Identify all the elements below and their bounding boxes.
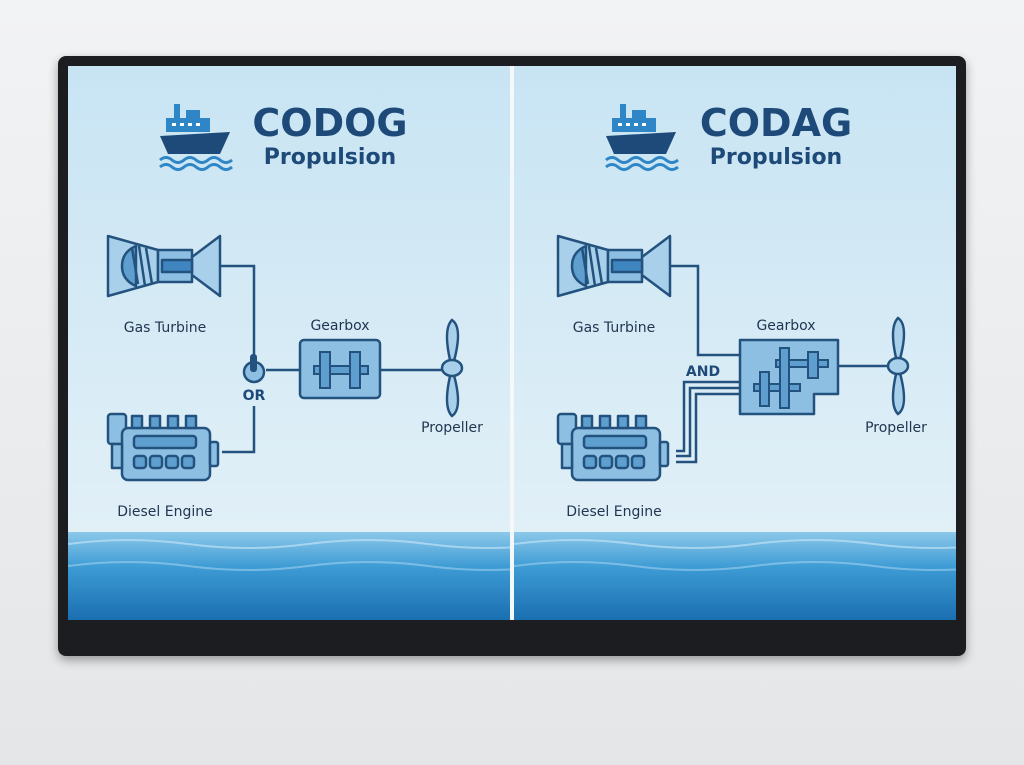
shaft-lines (670, 264, 890, 464)
gas-turbine-label: Gas Turbine (573, 320, 656, 336)
panel-subtitle: Propulsion (710, 145, 842, 170)
gas-turbine-label: Gas Turbine (124, 320, 207, 336)
shaft-lines (220, 264, 444, 454)
panel-divider (510, 66, 514, 620)
diesel-engine-label: Diesel Engine (117, 504, 213, 520)
screen: CODOG Propulsion Gas Turbine OR Diesel E… (68, 66, 956, 620)
and-label: AND (686, 364, 720, 380)
propeller-label: Propeller (865, 420, 927, 436)
panel-subtitle: Propulsion (264, 145, 396, 170)
gearbox-icon (298, 338, 382, 400)
gearbox-label: Gearbox (310, 318, 369, 334)
codog-panel: CODOG Propulsion Gas Turbine OR Diesel E… (68, 66, 549, 620)
propeller-label: Propeller (421, 420, 483, 436)
gearbox-label: Gearbox (756, 318, 815, 334)
clutch-switch-icon (242, 354, 266, 384)
panel-title: CODAG (700, 101, 852, 145)
panel-title: CODOG (252, 101, 407, 145)
or-label: OR (243, 388, 266, 404)
codag-panel: CODAG Propulsion Gas Turbine AND Diesel … (513, 66, 956, 620)
diesel-engine-label: Diesel Engine (566, 504, 662, 520)
gearbox-icon (738, 338, 840, 416)
monitor-frame: CODOG Propulsion Gas Turbine OR Diesel E… (58, 56, 966, 656)
